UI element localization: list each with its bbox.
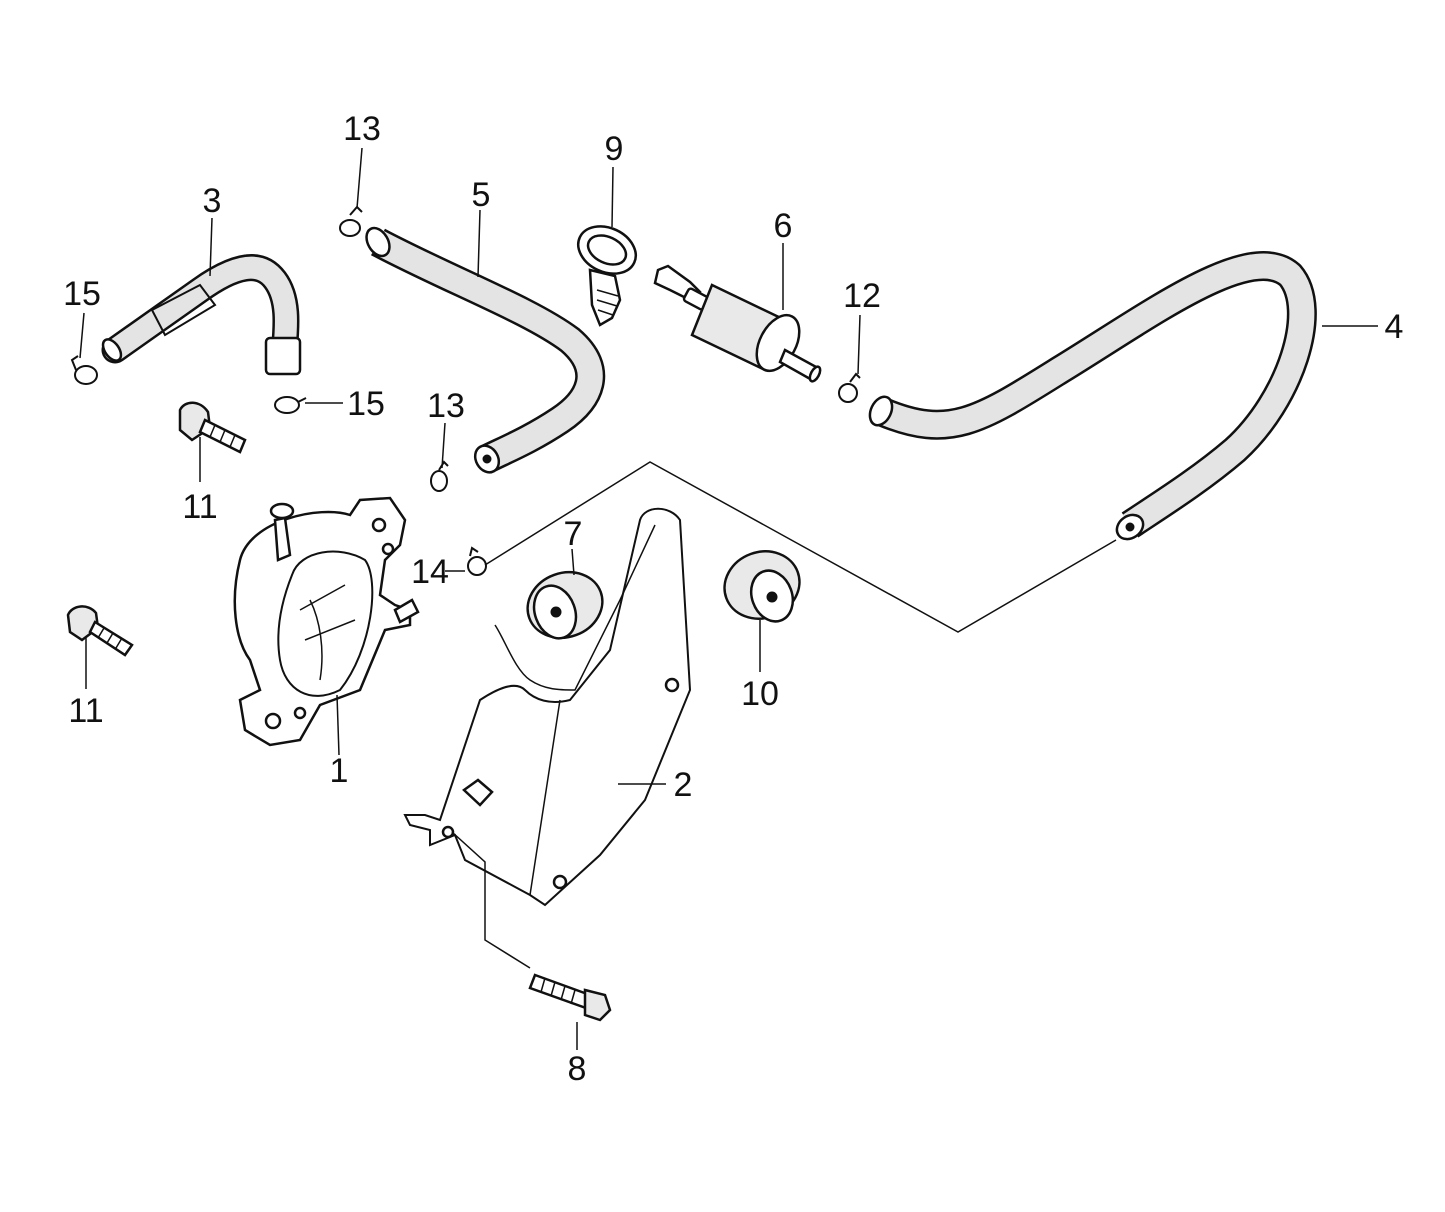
- hose-clip: [577, 225, 637, 327]
- callout-10: 10: [741, 675, 779, 713]
- callout-labels: 13 5 9 3 6 15 12 4 15 13 11 7 14 10 11 1…: [63, 110, 1403, 1088]
- callout-13-upper: 13: [427, 387, 465, 425]
- callout-12: 12: [843, 277, 881, 315]
- callout-7: 7: [564, 515, 583, 553]
- clip-15-upper: [70, 355, 98, 385]
- clip-13-upper: [430, 460, 449, 492]
- clip-13-lower: [467, 546, 487, 576]
- callout-15-upper: 15: [63, 275, 101, 313]
- leader-lines: [79, 147, 1378, 1050]
- bolt-11-upper: [178, 401, 247, 454]
- grommet-7: [526, 570, 604, 640]
- callout-6: 6: [774, 207, 793, 245]
- callout-1: 1: [330, 752, 349, 790]
- callout-15-lower: 15: [347, 385, 385, 423]
- callout-11-upper: 11: [182, 488, 217, 526]
- callout-14: 13: [343, 110, 381, 148]
- callout-2: 2: [674, 766, 693, 804]
- flange-bolt: [528, 973, 612, 1022]
- callout-13-lower: 14: [411, 553, 449, 591]
- fuel-hose-long: [868, 251, 1317, 541]
- callout-9: 9: [605, 130, 624, 168]
- callout-11-lower: 11: [68, 692, 103, 730]
- clip-12: [838, 372, 861, 403]
- grommet-10: [723, 550, 801, 623]
- clip-15-lower: [274, 396, 307, 414]
- callout-3: 3: [203, 182, 222, 220]
- fuel-filter: [653, 264, 822, 383]
- fuel-hose-medium: [365, 226, 606, 474]
- clip-14: [339, 205, 363, 237]
- callout-5: 5: [472, 176, 491, 214]
- callout-4: 4: [1385, 308, 1404, 346]
- elbow-fuel-hose: [101, 254, 302, 376]
- callout-8: 8: [568, 1050, 587, 1088]
- fuel-pump: [233, 496, 420, 747]
- bolt-11-lower: [66, 605, 134, 657]
